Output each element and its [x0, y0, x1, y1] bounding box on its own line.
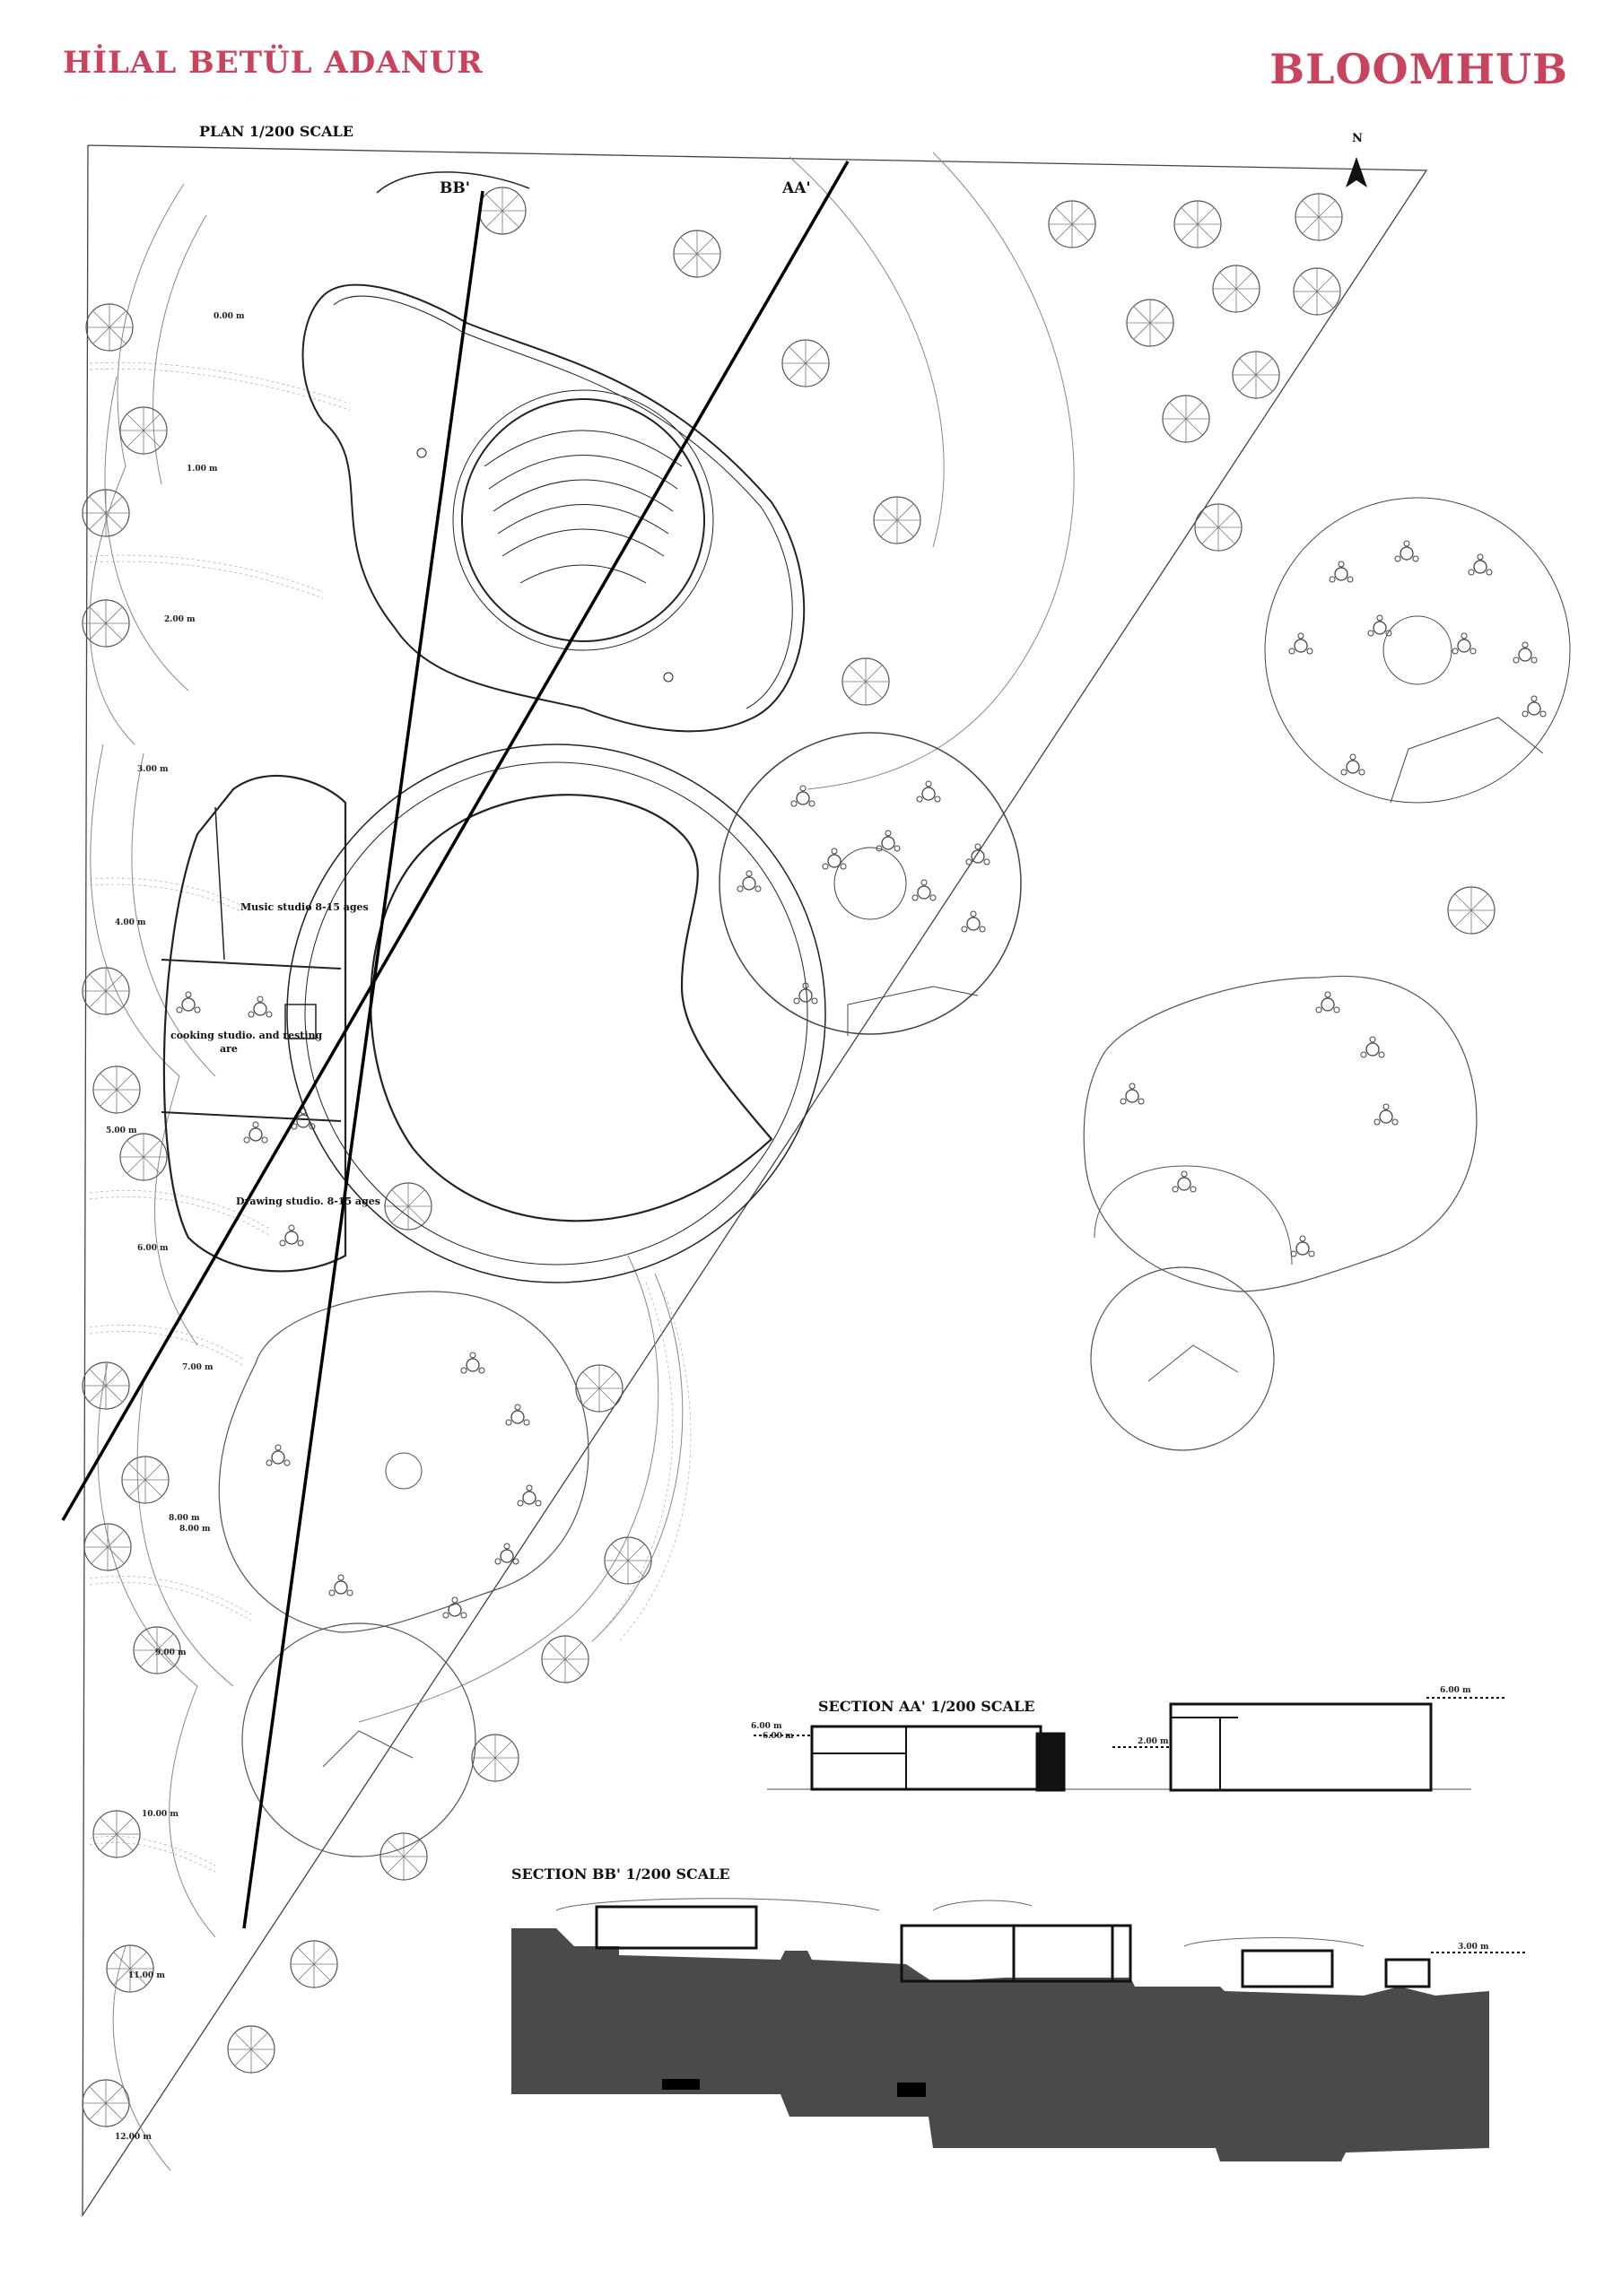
room-label-drawing: Drawing studio. 8-15 ages [236, 1196, 380, 1207]
room-label-cooking-2: are [220, 1043, 238, 1055]
east-pavilion [719, 497, 1571, 1036]
section-bb-drawing [511, 1898, 1525, 2161]
level-label: 6.00 m [137, 1244, 169, 1253]
south-pavilion-cluster [218, 1291, 589, 1857]
plan-caption: PLAN 1/200 SCALE [199, 123, 353, 140]
section-aa-level-label: 6.00 m [751, 1722, 782, 1731]
section-bb-level-label: 3.00 m [1458, 1943, 1489, 1952]
section-aa-drawing [754, 1697, 1507, 1792]
cut-label-aa: AA' [782, 179, 811, 197]
level-label: 8.00 m [179, 1525, 211, 1534]
section-aa-level-label: 6.00 m [1440, 1686, 1471, 1695]
tree-icon [82, 187, 1496, 2127]
level-label: 1.00 m [187, 465, 218, 474]
contour-paths [89, 152, 1075, 2171]
section-aa-level-label: 2.00 m [1138, 1737, 1169, 1746]
east-pavilion-cluster [1083, 975, 1478, 1451]
level-label: 5.00 m [106, 1126, 137, 1135]
auditorium-pavilion [301, 171, 806, 733]
section-aa-level-label: 6.00 m [763, 1732, 794, 1741]
site-boundary [82, 144, 1428, 2218]
table-cluster-icon [176, 540, 1547, 1619]
level-label: 12.00 m [115, 2133, 152, 2142]
level-label: 3.00 m [137, 765, 169, 774]
level-label: 4.00 m [115, 918, 146, 927]
level-label: 10.00 m [142, 1810, 179, 1819]
level-label: 0.00 m [214, 312, 245, 321]
cut-label-bb: BB' [440, 179, 470, 197]
hatched-bands [89, 361, 692, 1873]
section-aa-caption: SECTION AA' 1/200 SCALE [818, 1698, 1035, 1715]
north-label: N [1352, 132, 1363, 145]
north-arrow-icon [1346, 157, 1367, 187]
level-label: 2.00 m [164, 615, 196, 624]
level-label: 9.00 m [155, 1648, 187, 1657]
level-label: 8.00 m [169, 1514, 200, 1523]
level-label: 11.00 m [128, 1971, 165, 1980]
section-bb-caption: SECTION BB' 1/200 SCALE [511, 1866, 730, 1883]
room-label-cooking: cooking studio. and resting [170, 1030, 323, 1041]
section-cut-lines [61, 161, 850, 1929]
project-title: BLOOMHUB [1269, 45, 1568, 93]
author-name: HİLAL BETÜL ADANUR [63, 45, 484, 81]
level-label: 7.00 m [182, 1363, 214, 1372]
room-label-music: Music studio 8-15 ages [240, 901, 369, 913]
